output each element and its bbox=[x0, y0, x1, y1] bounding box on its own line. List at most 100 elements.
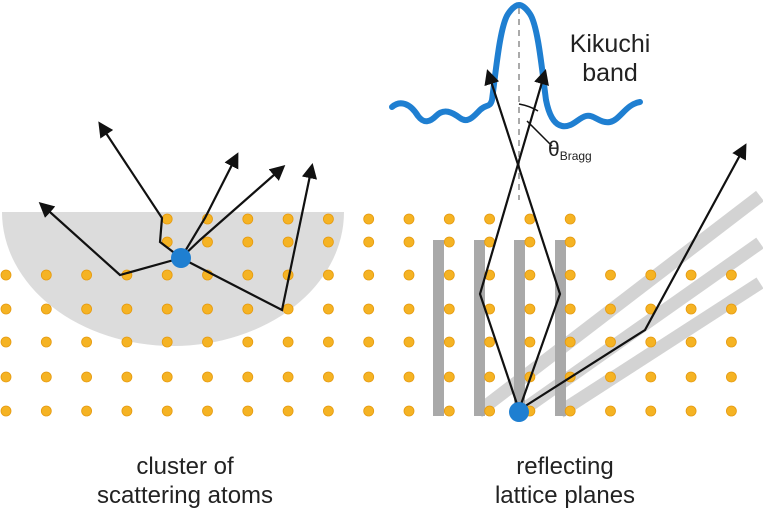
lattice-atom bbox=[685, 303, 697, 315]
lattice-atom bbox=[40, 371, 52, 383]
lattice-atom bbox=[605, 371, 616, 383]
source-atom-lattice bbox=[509, 402, 529, 422]
lattice-atom bbox=[40, 269, 52, 281]
lattice-atom bbox=[484, 213, 496, 225]
lattice-atom bbox=[443, 303, 455, 315]
lattice-atom bbox=[363, 405, 375, 417]
lattice-atom bbox=[242, 213, 254, 225]
lattice-atom bbox=[0, 269, 12, 281]
vertical-plane bbox=[433, 240, 444, 416]
lattice-atom bbox=[322, 213, 334, 225]
scatter-path-3 bbox=[180, 152, 239, 259]
lattice-atom bbox=[484, 371, 496, 383]
lattice-atom bbox=[443, 269, 455, 281]
lattice-atom bbox=[605, 405, 616, 417]
kikuchi-label-line1: Kikuchi bbox=[569, 30, 651, 58]
lattice-atom bbox=[161, 269, 173, 281]
source-atom-cluster bbox=[171, 248, 191, 268]
lattice-atom bbox=[403, 405, 415, 417]
lattice-atom bbox=[403, 371, 415, 383]
lattice-atom bbox=[161, 336, 173, 348]
lattice-atom bbox=[403, 236, 415, 248]
diagonal-plane bbox=[556, 277, 763, 418]
lattice-atom bbox=[524, 236, 536, 248]
lattice-atom bbox=[645, 269, 657, 281]
lattice-atom bbox=[202, 336, 213, 348]
lattice-atom bbox=[282, 303, 294, 315]
lattice-atom bbox=[81, 336, 92, 348]
lattice-atom bbox=[363, 303, 375, 315]
lattice-atom bbox=[685, 336, 697, 348]
lattice-atom bbox=[202, 303, 213, 315]
vertical-plane bbox=[474, 240, 485, 416]
lattice-atom bbox=[322, 269, 334, 281]
lattice-atom bbox=[81, 371, 92, 383]
lattice-atom bbox=[40, 303, 52, 315]
caption-lattice: reflecting lattice planes bbox=[440, 452, 690, 510]
caption-cluster: cluster of scattering atoms bbox=[60, 452, 310, 510]
lattice-atom bbox=[121, 405, 133, 417]
lattice-atom bbox=[363, 371, 375, 383]
caption-lattice-line2: lattice planes bbox=[494, 482, 636, 509]
lattice-atom bbox=[161, 303, 173, 315]
lattice-atom bbox=[242, 269, 254, 281]
lattice-atom bbox=[403, 213, 415, 225]
lattice-atom bbox=[202, 405, 213, 417]
bragg-angle-leader bbox=[526, 120, 553, 147]
lattice-atom bbox=[645, 336, 657, 348]
lattice-atom bbox=[564, 303, 576, 315]
lattice-atom bbox=[524, 303, 536, 315]
lattice-atom bbox=[322, 236, 334, 248]
bragg-angle-arc bbox=[518, 103, 539, 112]
lattice-atom bbox=[685, 371, 697, 383]
lattice-atom bbox=[605, 269, 616, 281]
lattice-atom bbox=[282, 213, 294, 225]
lattice-atom bbox=[605, 303, 616, 315]
lattice-atom bbox=[403, 269, 415, 281]
lattice-atom bbox=[242, 236, 254, 248]
lattice-atom bbox=[726, 303, 737, 315]
theta-symbol: θ bbox=[548, 138, 560, 161]
kikuchi-band-profile bbox=[389, 2, 643, 130]
lattice-atom bbox=[443, 336, 455, 348]
reflected-path-right bbox=[484, 69, 562, 411]
lattice-atom bbox=[443, 213, 455, 225]
lattice-atom bbox=[564, 405, 576, 417]
lattice-atom bbox=[81, 405, 92, 417]
lattice-atom bbox=[0, 303, 12, 315]
lattice-atom bbox=[40, 336, 52, 348]
lattice-atom bbox=[726, 336, 737, 348]
lattice-atom bbox=[524, 336, 536, 348]
lattice-atom bbox=[282, 236, 294, 248]
lattice-atom bbox=[161, 405, 173, 417]
lattice-atom bbox=[242, 405, 254, 417]
lattice-atom bbox=[161, 371, 173, 383]
lattice-atom bbox=[524, 269, 536, 281]
caption-cluster-line1: cluster of bbox=[136, 453, 234, 480]
lattice-atom bbox=[121, 336, 133, 348]
lattice-atom bbox=[0, 371, 12, 383]
lattice-atom bbox=[282, 405, 294, 417]
reflected-path-left bbox=[478, 69, 549, 411]
bragg-angle-label: θBragg bbox=[548, 138, 592, 163]
lattice-reflection-paths bbox=[478, 69, 747, 411]
lattice-atom bbox=[40, 405, 52, 417]
lattice-atom bbox=[161, 213, 173, 225]
lattice-atom bbox=[363, 336, 375, 348]
lattice-atom bbox=[484, 405, 496, 417]
lattice-atom bbox=[685, 269, 697, 281]
lattice-atom bbox=[363, 269, 375, 281]
lattice-atom bbox=[443, 236, 455, 248]
lattice-atom bbox=[242, 303, 254, 315]
lattice-atom bbox=[443, 405, 455, 417]
lattice-atom bbox=[282, 336, 294, 348]
lattice-atom bbox=[403, 336, 415, 348]
lattice-atom bbox=[564, 269, 576, 281]
lattice-atom bbox=[726, 269, 737, 281]
scatter-path-5 bbox=[180, 162, 318, 312]
lattice-atom bbox=[403, 303, 415, 315]
lattice-atom bbox=[564, 213, 576, 225]
vertical-lattice-planes bbox=[433, 240, 566, 416]
lattice-atom bbox=[202, 371, 213, 383]
